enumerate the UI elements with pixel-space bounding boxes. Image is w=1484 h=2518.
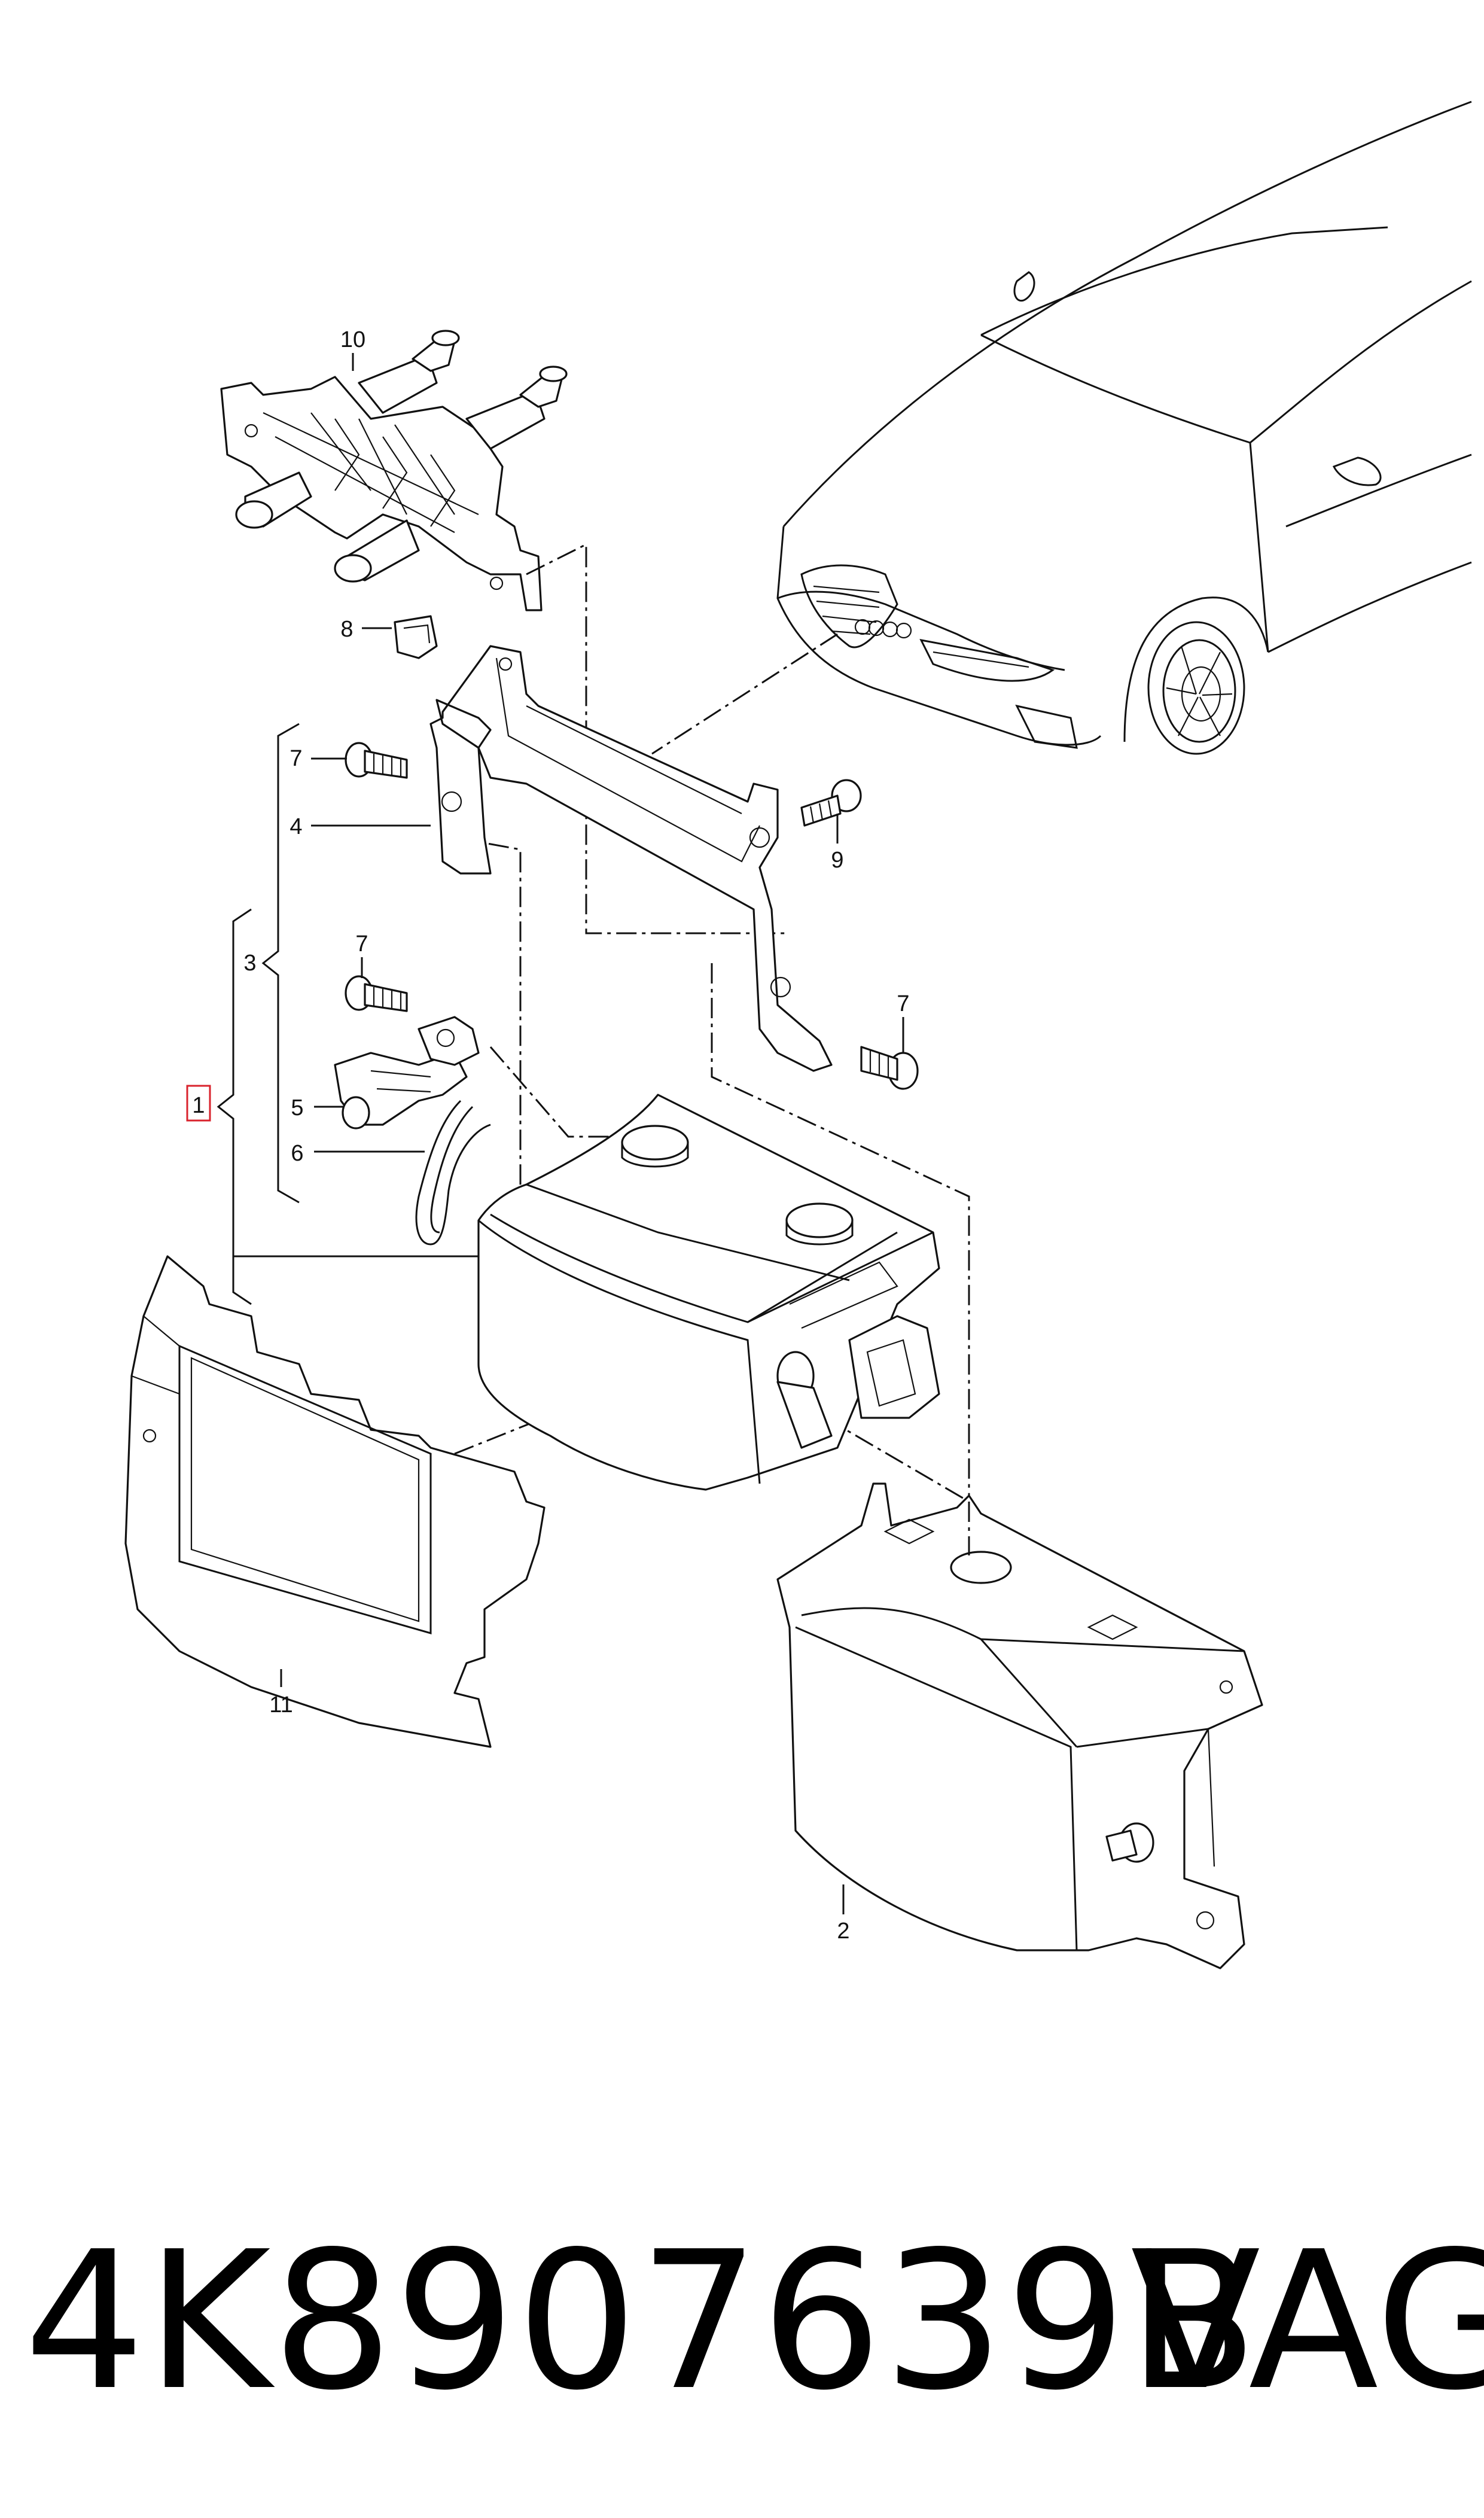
part-11-bezel — [124, 1255, 546, 1748]
frame-leader-mid — [489, 1046, 628, 1138]
part-7-screw-b — [345, 975, 408, 1012]
callout-3: 3 — [243, 951, 256, 976]
car-illustration — [776, 101, 1472, 755]
part-4-mounting-bracket — [429, 645, 833, 1072]
callout-4: 4 — [290, 814, 302, 839]
part-10-washer-nozzle-bracket — [220, 330, 568, 611]
callout-leaders — [217, 353, 904, 1914]
callout-11: 11 — [269, 1692, 292, 1718]
part-7-screw-c — [860, 1046, 919, 1090]
part-number: 4K8907639B — [24, 2211, 1260, 2432]
callout-2: 2 — [837, 1919, 849, 1944]
callout-7c: 7 — [897, 991, 909, 1016]
part-1-lamp-assembly — [477, 1094, 940, 1491]
callout-5: 5 — [291, 1095, 303, 1121]
footer: 4K8907639B VAG — [0, 2202, 1484, 2453]
callout-1-highlight-box — [186, 1085, 211, 1122]
callout-7b: 7 — [355, 931, 368, 957]
callout-1: 1 — [192, 1093, 205, 1118]
callout-8: 8 — [340, 617, 353, 642]
brand-label: VAG — [1130, 2211, 1484, 2432]
exploded-parts-diagram: 1 2 3 4 5 6 7 7 7 8 9 10 11 — [124, 101, 1472, 1969]
part-6-hose — [415, 1100, 491, 1246]
part-9-screw — [800, 779, 862, 827]
callout-labels: 1 2 3 4 5 6 7 7 7 8 9 10 11 — [186, 327, 910, 1944]
frame-leader-left — [454, 836, 522, 1256]
frame-leader-right — [825, 1417, 970, 1503]
callout-9: 9 — [831, 848, 843, 873]
part-5-actuator — [334, 1016, 480, 1129]
callout-6: 6 — [291, 1141, 303, 1166]
part-2-fog-lamp — [776, 1482, 1263, 1969]
part-7-screw-a — [345, 742, 408, 779]
part-8-clip — [394, 615, 438, 659]
callout-7a: 7 — [290, 746, 302, 771]
callout-10: 10 — [340, 327, 365, 352]
car-to-bracket-leader — [651, 633, 838, 755]
frame-leader-lower — [711, 963, 970, 1502]
